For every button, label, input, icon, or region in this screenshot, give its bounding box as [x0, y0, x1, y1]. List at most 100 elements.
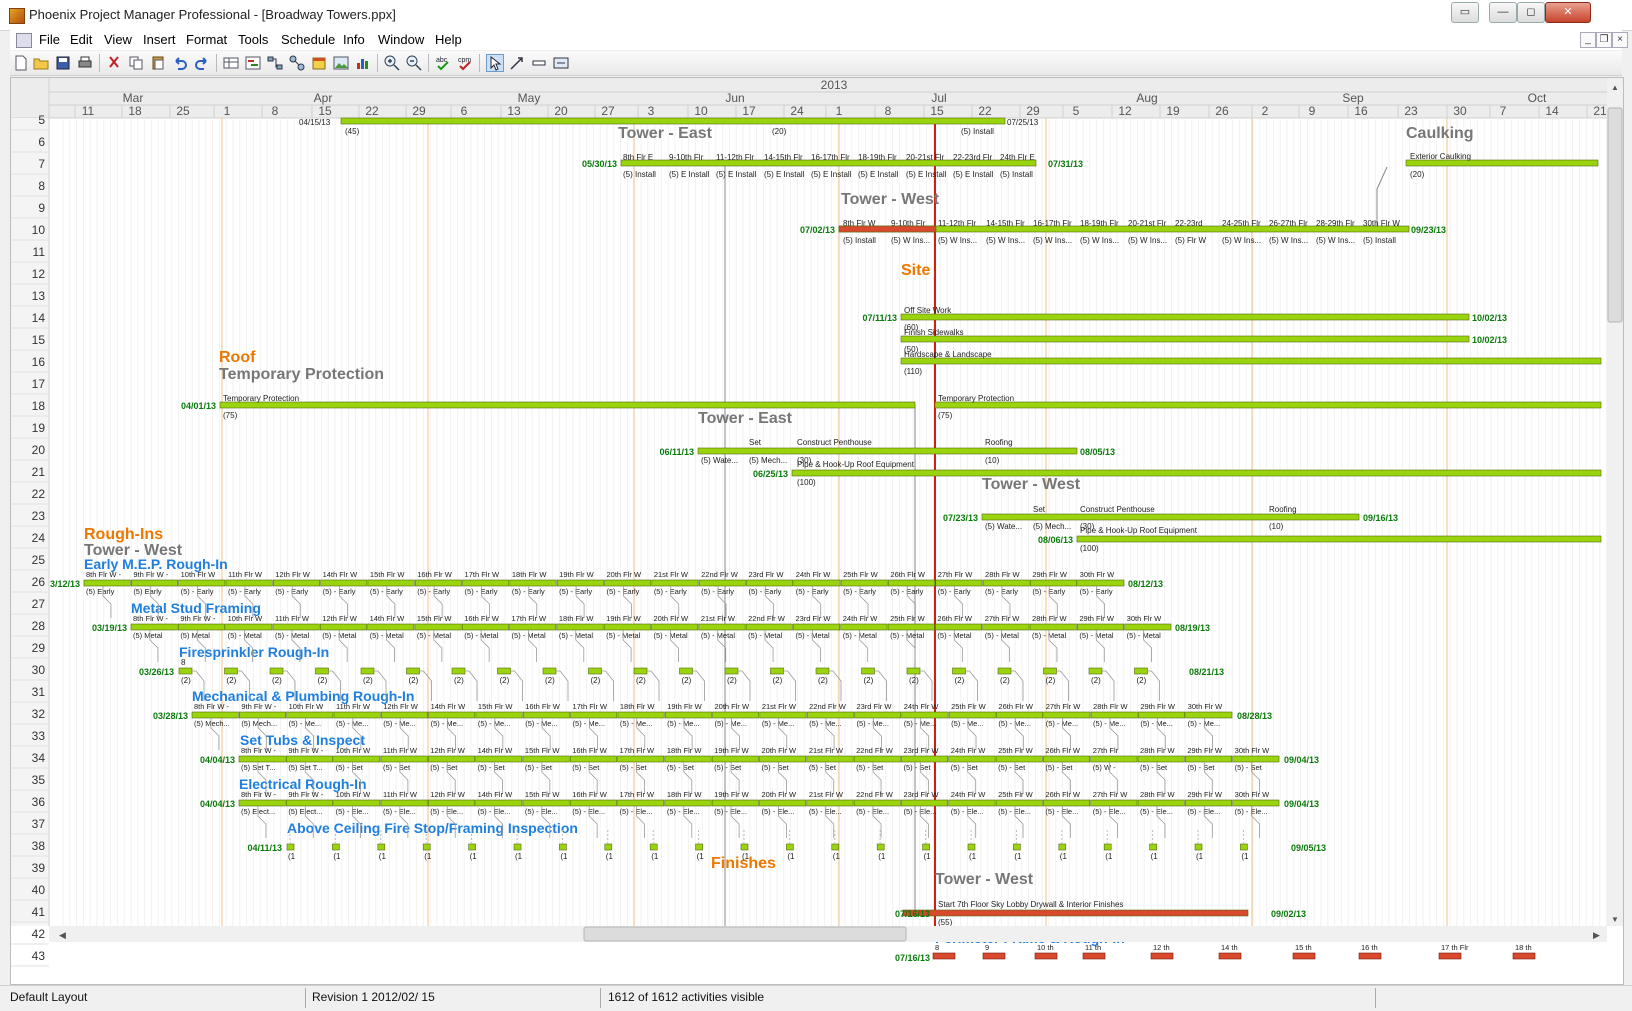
floor-activity-label: 10th Flr W: [289, 702, 325, 711]
floor-activity-duration: (5) - Ele...: [809, 807, 842, 816]
activity-label: (5) E Install: [811, 170, 852, 179]
row-number: 25: [32, 553, 46, 567]
menu-view[interactable]: View: [104, 32, 132, 47]
floor-activity-bar: [225, 623, 273, 631]
timescale-header[interactable]: [11, 78, 1623, 118]
activity-label: 9-10th Flr: [669, 153, 704, 162]
floor-activity-label: 26th Flr W: [937, 614, 973, 623]
maximize-button[interactable]: ◻: [1517, 2, 1545, 23]
floor-activity-duration: (5) - Set: [620, 763, 648, 772]
menu-help[interactable]: Help: [435, 32, 462, 47]
activity-label: 24-25th Flr: [1222, 219, 1261, 228]
logic-view-icon[interactable]: [289, 55, 305, 71]
bar-tool-icon[interactable]: [531, 55, 547, 71]
floor-activity-label: 20th Flr W: [654, 614, 690, 623]
copy-icon[interactable]: [128, 55, 144, 71]
floor-activity-label: 15th Flr W: [525, 746, 561, 755]
floor-activity-duration: (5) Metal: [180, 631, 210, 640]
menu-file[interactable]: File: [39, 32, 60, 47]
undo-icon[interactable]: [172, 55, 188, 71]
link-line: [872, 718, 882, 750]
new-icon[interactable]: [13, 55, 29, 71]
mdi-close-button[interactable]: ×: [1612, 32, 1628, 48]
document-menu-icon[interactable]: [16, 33, 32, 48]
floor-activity-bar: [840, 623, 888, 631]
chart-icon[interactable]: [355, 55, 371, 71]
timescale-day: 7: [1500, 104, 1507, 118]
save-icon[interactable]: [55, 55, 71, 71]
scroll-left-arrow-icon[interactable]: ◀: [59, 930, 66, 940]
network-view-icon[interactable]: [267, 55, 283, 71]
spell-check-icon[interactable]: abc: [435, 55, 451, 71]
floor-activity-label: 24th Flr W: [951, 790, 987, 799]
activity-label: Construct Penthouse: [1080, 505, 1155, 514]
calendar-icon[interactable]: [311, 55, 327, 71]
mdi-minimize-button[interactable]: _: [1580, 32, 1596, 48]
paste-icon[interactable]: [150, 55, 166, 71]
text-tool-icon[interactable]: [553, 55, 569, 71]
floor-activity-bar: [522, 711, 570, 719]
floor-activity-duration: (5) Early: [133, 587, 162, 596]
firestop-duration: (1: [515, 852, 523, 861]
floor-activity-label: 21st Flr W: [654, 570, 689, 579]
menu-schedule[interactable]: Schedule: [281, 32, 336, 47]
zoom-in-icon[interactable]: [384, 55, 400, 71]
floor-activity-bar: [414, 623, 462, 631]
timescale-day: 15: [930, 104, 944, 118]
link-tool-icon[interactable]: [509, 55, 525, 71]
timescale-day: 16: [1354, 104, 1368, 118]
menu-edit[interactable]: Edit: [70, 32, 93, 47]
floor-activity-duration: (5) Mech...: [241, 719, 277, 728]
scroll-right-arrow-icon[interactable]: ▶: [1593, 930, 1600, 940]
print-icon[interactable]: [77, 55, 93, 71]
activity-label: Set: [1033, 505, 1046, 514]
link-line: [647, 670, 660, 701]
timescale-day: 8: [885, 104, 892, 118]
menu-format[interactable]: Format: [186, 32, 228, 47]
link-line: [692, 670, 705, 701]
menu-tools[interactable]: Tools: [238, 32, 269, 47]
close-button[interactable]: ✕: [1545, 2, 1591, 23]
image-icon[interactable]: [333, 55, 349, 71]
redo-icon[interactable]: [194, 55, 210, 71]
link-line: [670, 586, 680, 618]
activity-date: 03/26/13: [139, 667, 174, 677]
link-line: [1014, 806, 1024, 838]
floor-activity-label: 11th Flr W: [383, 746, 418, 755]
cut-icon[interactable]: [106, 55, 122, 71]
open-icon[interactable]: [33, 55, 49, 71]
zoom-out-icon[interactable]: [406, 55, 422, 71]
floor-activity-label: 9th Flr W -: [180, 614, 216, 623]
floor-activity-label: 23rd Flr W: [748, 570, 784, 579]
floor-activity-bar: [475, 799, 523, 807]
mdi-restore-button[interactable]: ❐: [1596, 32, 1612, 48]
floor-activity-bar: [793, 579, 841, 587]
timescale-day: 19: [1166, 104, 1180, 118]
table-view-icon[interactable]: [223, 55, 239, 71]
restore-tile-button[interactable]: ▭: [1451, 2, 1479, 23]
floor-activity-bar: [1043, 799, 1091, 807]
link-line: [328, 670, 341, 701]
gantt-view-icon[interactable]: [245, 55, 261, 71]
activity-bar: [934, 401, 1602, 409]
link-line: [967, 718, 977, 750]
firestop-bar: [1240, 843, 1248, 851]
vertical-scroll-thumb[interactable]: [1607, 107, 1623, 323]
minimize-button[interactable]: —: [1489, 2, 1517, 23]
activity-label: (5) Wate...: [701, 456, 738, 465]
menu-info[interactable]: Info: [343, 32, 365, 47]
minimize-icon: —: [1497, 6, 1509, 18]
select-pointer-icon[interactable]: [486, 54, 504, 72]
scroll-down-arrow-icon[interactable]: ▼: [1611, 915, 1619, 924]
horizontal-scroll-thumb[interactable]: [583, 926, 907, 942]
floor-activity-bar: [698, 623, 746, 631]
menu-insert[interactable]: Insert: [143, 32, 176, 47]
link-line: [541, 762, 551, 794]
toolbar: abc cpm: [10, 51, 1622, 76]
cpm-check-icon[interactable]: cpm: [457, 55, 473, 71]
row-number: 31: [32, 685, 46, 699]
link-line: [965, 670, 978, 701]
menu-window[interactable]: Window: [378, 32, 425, 47]
scroll-up-arrow-icon[interactable]: ▲: [1611, 83, 1619, 92]
